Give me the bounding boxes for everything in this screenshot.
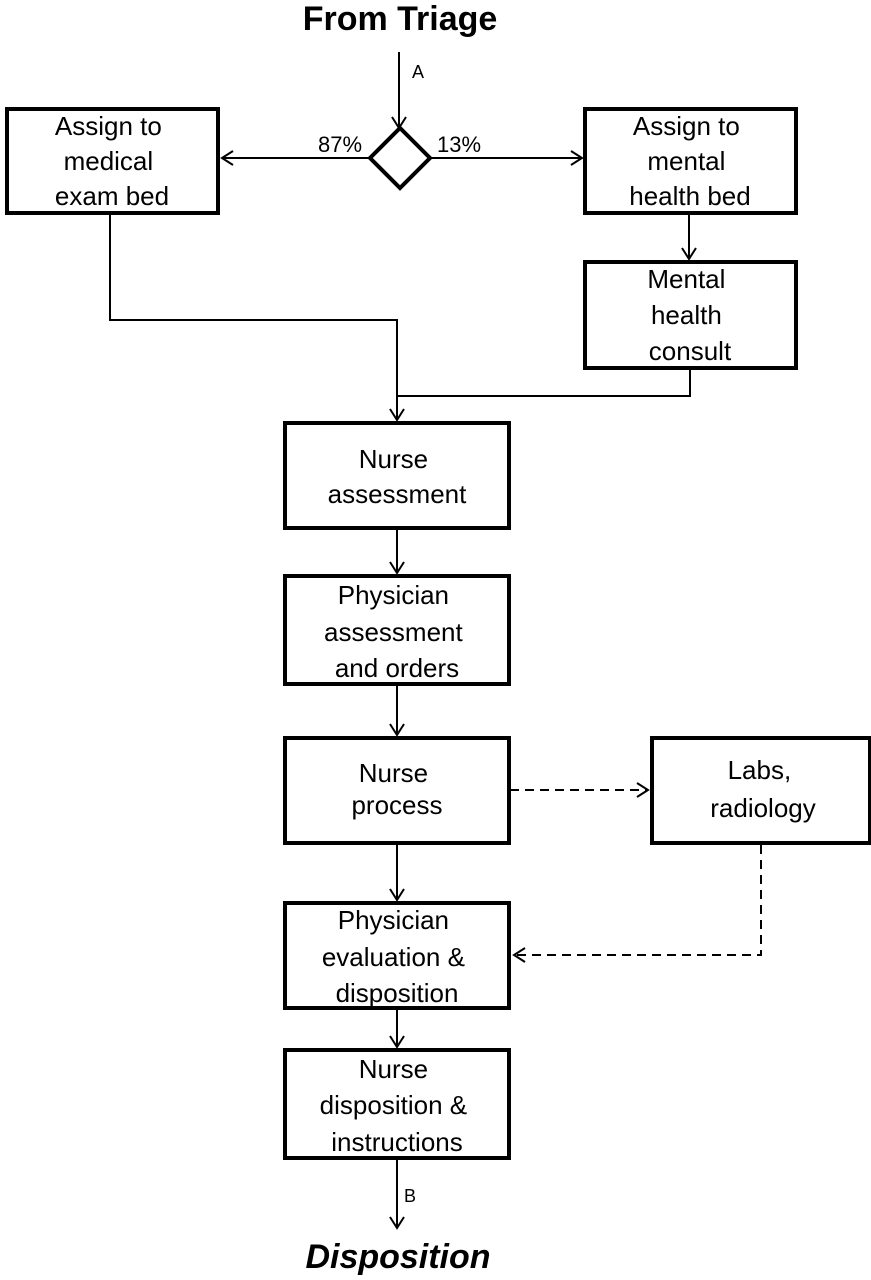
decision-diamond (367, 125, 433, 191)
split-left-percent: 87% (318, 132, 362, 157)
box-assign-mental-health-bed: Assign to mental health bed (583, 107, 798, 215)
connector-label-b: B (404, 1186, 416, 1206)
title-disposition: Disposition (305, 1238, 490, 1276)
box-physician-assessment-and-orders: Physician assessment and orders (283, 574, 511, 686)
svg-text:Nurse disposition &: Nurse disposition & instructions (320, 1054, 475, 1157)
box-nurse-process: Nurse process (283, 736, 511, 845)
svg-text:Assign to medical: Assign to medical exam bed (55, 111, 169, 211)
connectors (109, 52, 762, 1230)
svg-text:Assign to mental h: Assign to mental health bed (629, 111, 750, 211)
connector-label-a: A (412, 62, 424, 82)
svg-text:Physician assessment: Physician assessment and orders (324, 580, 470, 683)
box-nurse-assessment: Nurse assessment (283, 421, 511, 530)
svg-text:Nurse process: Nurse process (351, 758, 442, 820)
svg-text:Nurse assessment: Nurse assessment (328, 444, 467, 509)
box-labs-radiology: Labs, radiology (650, 736, 871, 845)
svg-text:Mental health cons: Mental health consult (647, 264, 732, 366)
box-physician-evaluation-and-disposition: Physician evaluation & disposition (283, 901, 511, 1010)
svg-text:Physician evaluation &: Physician evaluation & disposition (322, 905, 472, 1008)
box-assign-medical-exam-bed: Assign to medical exam bed (5, 107, 220, 215)
split-right-percent: 13% (437, 132, 481, 157)
box-mental-health-consult: Mental health consult (583, 260, 798, 370)
box-nurse-disposition-and-instructions: Nurse disposition & instructions (283, 1048, 511, 1160)
svg-text:Labs, radiology: Labs, radiology (710, 755, 816, 823)
title-from-triage: From Triage (303, 0, 498, 38)
